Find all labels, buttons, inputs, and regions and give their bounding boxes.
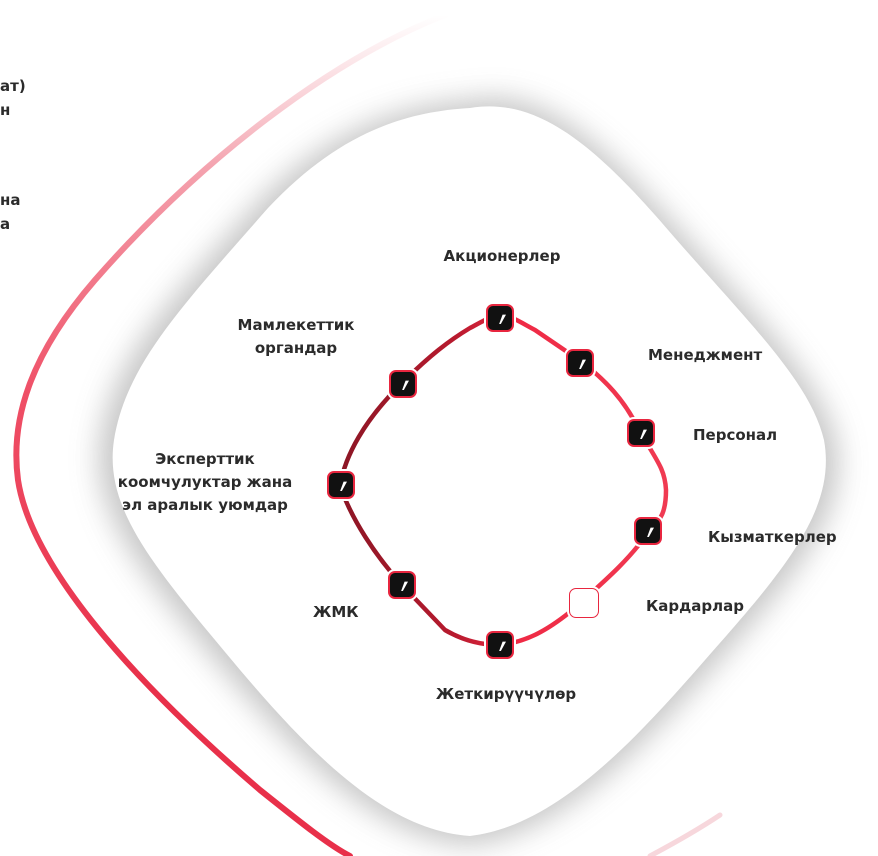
label-government-line-1: Мамлекеттик — [237, 316, 355, 334]
label-government-line-2: органдар — [254, 339, 338, 357]
logo-mark-icon — [579, 359, 586, 369]
inner-frame-stroke-bottom — [647, 812, 723, 856]
label-employees: Кызматкерлер — [708, 528, 837, 546]
clipped-text-4: а — [0, 215, 11, 233]
label-experts-line-2: коомчулуктар жана — [117, 473, 293, 491]
logo-mark-icon — [647, 527, 654, 537]
logo-mark-icon — [499, 314, 506, 324]
node-media[interactable] — [388, 571, 416, 599]
empty-square-icon — [570, 589, 598, 617]
logo-mark-icon — [401, 581, 408, 591]
node-employees[interactable] — [634, 517, 662, 545]
label-experts-line-3: эл аралык уюмдар — [122, 496, 288, 514]
logo-mark-icon — [640, 429, 647, 439]
label-suppliers: Жеткирүүчүлөр — [435, 685, 577, 703]
clipped-text-2: н — [0, 101, 11, 119]
node-suppliers[interactable] — [486, 631, 514, 659]
label-media: ЖМК — [313, 603, 359, 621]
outer-frame-stroke — [13, 12, 448, 856]
clipped-text-3: на — [0, 191, 21, 209]
logo-mark-icon — [499, 641, 506, 651]
node-clients[interactable] — [569, 588, 599, 618]
logo-mark-icon — [402, 380, 409, 390]
main-shape — [112, 106, 826, 837]
label-management: Менеджмент — [648, 346, 763, 364]
node-management[interactable] — [566, 349, 594, 377]
node-experts[interactable] — [327, 471, 355, 499]
node-shareholders[interactable] — [486, 304, 514, 332]
node-personnel[interactable] — [627, 419, 655, 447]
logo-mark-icon — [340, 481, 347, 491]
label-experts-line-1: Эксперттик — [155, 450, 255, 468]
label-personnel: Персонал — [693, 426, 778, 444]
label-shareholders: Акционерлер — [443, 247, 561, 265]
clipped-text-1: ат) — [0, 77, 26, 95]
node-government[interactable] — [389, 370, 417, 398]
label-clients: Кардарлар — [646, 597, 744, 615]
